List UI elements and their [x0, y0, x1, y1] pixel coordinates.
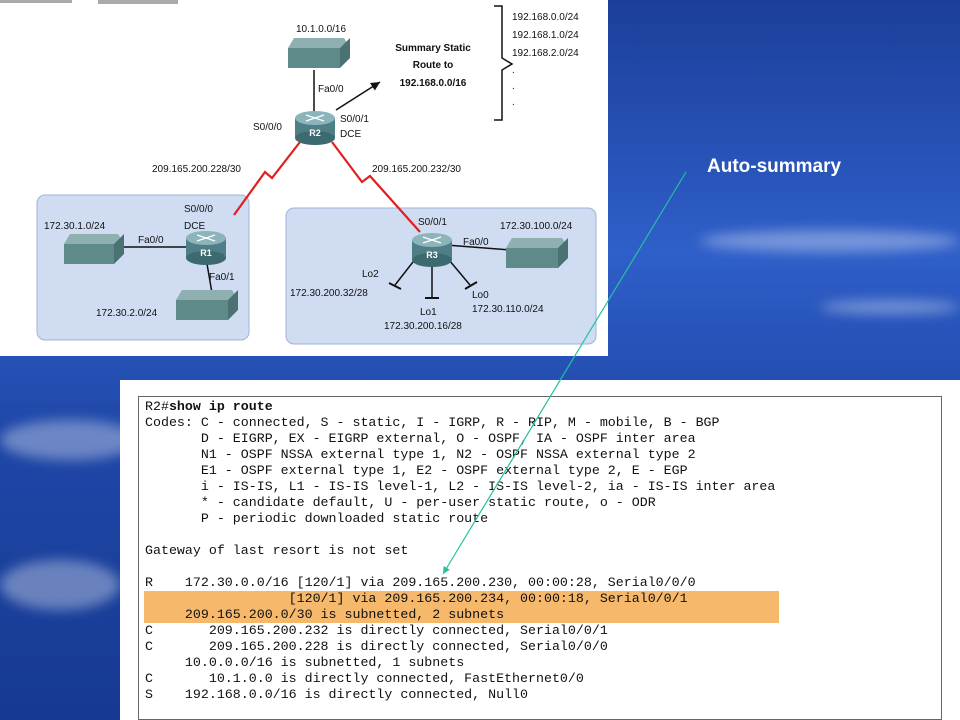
switch-icon — [64, 234, 124, 264]
cli-line: P - periodic downloaded static route — [145, 511, 489, 526]
interface-label: Fa0/1 — [209, 272, 235, 283]
router-label: R2 — [309, 128, 321, 138]
cli-line: C 10.1.0.0 is directly connected, FastEt… — [145, 671, 584, 686]
interface-label: Fa0/0 — [138, 235, 164, 246]
cli-output-box: R2#show ip route Codes: C - connected, S… — [138, 396, 942, 720]
router-icon — [186, 231, 226, 265]
summary-label: Summary Static — [395, 43, 471, 54]
network-list-item: 192.168.0.0/24 — [512, 12, 579, 23]
serial-link-r2-r3 — [331, 141, 421, 233]
cli-line: C 209.165.200.228 is directly connected,… — [145, 639, 608, 654]
network-label: 172.30.200.32/28 — [290, 288, 368, 299]
serial-link-r1-r2 — [233, 141, 301, 216]
interface-label: S0/0/0 — [184, 204, 213, 215]
network-topology-figure: 10.1.0.0/16 Fa0/0 S0/0/0 S0/0/1 DCE R2 S… — [0, 0, 608, 356]
interface-label: Lo2 — [362, 269, 379, 280]
network-label: 209.165.200.228/30 — [152, 164, 241, 175]
cli-line: Codes: C - connected, S - static, I - IG… — [145, 415, 720, 430]
highlight-bar — [144, 591, 779, 607]
network-label: 172.30.100.0/24 — [500, 221, 573, 232]
cli-prompt: R2# — [145, 399, 169, 414]
bracket — [494, 5, 514, 121]
cli-command: show ip route — [168, 399, 273, 414]
network-label: 209.165.200.232/30 — [372, 164, 461, 175]
switch-icon — [176, 290, 238, 320]
network-list-item: . — [512, 97, 515, 108]
background-streak — [820, 300, 960, 314]
network-label: 172.30.110.0/24 — [472, 304, 544, 315]
cli-line: [120/1] via 209.165.200.234, 00:00:18, S… — [145, 591, 688, 606]
cli-line: N1 - OSPF NSSA external type 1, N2 - OSP… — [145, 447, 696, 462]
cli-output-panel: R2#show ip route Codes: C - connected, S… — [120, 380, 960, 720]
cli-line: 209.165.200.0/30 is subnetted, 2 subnets — [145, 607, 505, 622]
interface-label: Fa0/0 — [463, 237, 489, 248]
network-label: 172.30.2.0/24 — [96, 308, 158, 319]
interface-label: Lo1 — [420, 307, 437, 318]
network-list-item: 192.168.1.0/24 — [512, 30, 579, 41]
background-streak — [0, 420, 140, 460]
cli-line: C 209.165.200.232 is directly connected,… — [145, 623, 608, 638]
cli-line: 10.0.0.0/16 is subnetted, 1 subnets — [145, 655, 465, 670]
interface-label: Lo0 — [472, 290, 489, 301]
interface-label: S0/0/0 — [253, 122, 282, 133]
interface-label: DCE — [340, 129, 361, 140]
router-icon — [295, 111, 335, 145]
cli-command-line: R2#show ip route — [145, 399, 273, 415]
cli-line: R 172.30.0.0/16 [120/1] via 209.165.200.… — [145, 575, 696, 590]
network-list-item: 192.168.2.0/24 — [512, 48, 579, 59]
cli-line: D - EIGRP, EX - EIGRP external, O - OSPF… — [145, 431, 696, 446]
network-label: 10.1.0.0/16 — [296, 24, 346, 35]
interface-label: Fa0/0 — [318, 84, 344, 95]
cli-line: E1 - OSPF external type 1, E2 - OSPF ext… — [145, 463, 688, 478]
background-streak — [0, 560, 120, 610]
network-label: 172.30.1.0/24 — [44, 221, 106, 232]
image-fragment — [98, 0, 178, 4]
interface-label: S0/0/1 — [340, 114, 369, 125]
summary-label: 192.168.0.0/16 — [400, 78, 467, 89]
interface-label: S0/0/1 — [418, 217, 447, 228]
network-list-item: . — [512, 65, 515, 76]
network-label: 172.30.200.16/28 — [384, 321, 462, 332]
image-fragment — [0, 0, 72, 3]
router-label: R3 — [426, 250, 438, 260]
switch-icon — [506, 238, 568, 268]
switch-icon — [288, 38, 350, 68]
highlight-bar — [144, 607, 779, 623]
cli-line: i - IS-IS, L1 - IS-IS level-1, L2 - IS-I… — [145, 479, 776, 494]
cli-line: S 192.168.0.0/16 is directly connected, … — [145, 687, 529, 702]
cli-line: * - candidate default, U - per-user stat… — [145, 495, 656, 510]
router-icon — [412, 233, 452, 267]
auto-summary-label: Auto-summary — [707, 156, 842, 177]
network-list-item: . — [512, 81, 515, 92]
summary-arrow — [335, 81, 381, 111]
interface-label: DCE — [184, 221, 205, 232]
router-label: R1 — [200, 248, 212, 258]
cli-line: Gateway of last resort is not set — [145, 543, 409, 558]
background-streak — [700, 230, 960, 252]
summary-label: Route to — [413, 60, 454, 71]
